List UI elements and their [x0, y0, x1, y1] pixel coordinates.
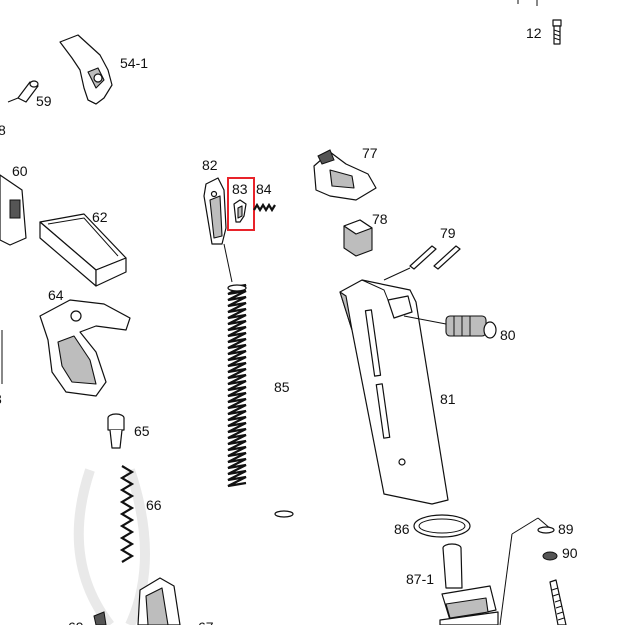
label-89: 89: [558, 521, 574, 537]
part-77-rear-sight: [313, 149, 377, 201]
part-62-tray: [39, 213, 127, 287]
part-89-ring: [537, 526, 555, 534]
label-90: 90: [562, 545, 578, 561]
label-60: 60: [12, 163, 28, 179]
label-80: 80: [500, 327, 516, 343]
label-83: 83: [232, 181, 248, 197]
label-87-1: 87-1: [406, 571, 434, 587]
label-59: 59: [36, 93, 52, 109]
part-87-1-valve-body: [439, 543, 499, 625]
label-77: 77: [362, 145, 378, 161]
part-threaded-rod: [549, 579, 567, 625]
label-65: 65: [134, 423, 150, 439]
background-shading: [73, 468, 150, 625]
label-12: 12: [526, 25, 542, 41]
part-79-pins: [383, 245, 461, 281]
part-59-pin: [7, 80, 39, 103]
part-83-lever: [233, 199, 247, 223]
label-85: 85: [274, 379, 290, 395]
part-84-spring: [253, 202, 276, 213]
label-81: 81: [440, 391, 456, 407]
part-67-housing: [93, 577, 181, 625]
part-54-1-hammer: [59, 34, 113, 105]
leader-82-85: [223, 243, 233, 283]
label-69: 69: [68, 619, 84, 625]
part-65-plunger: [107, 413, 125, 449]
part-12-screw: [517, 0, 562, 45]
label-54-1: 54-1: [120, 55, 148, 71]
label-84: 84: [256, 181, 272, 197]
label-66: 66: [146, 497, 162, 513]
part-82-plate: [203, 177, 227, 245]
label-3: 3: [0, 391, 2, 407]
part-66-spring: [119, 465, 135, 563]
part-90-ring: [542, 551, 558, 561]
label-79: 79: [440, 225, 456, 241]
label-62: 62: [92, 209, 108, 225]
label-86: 86: [394, 521, 410, 537]
part-78-block: [343, 219, 373, 257]
label-67: 67: [198, 619, 214, 625]
label-78: 78: [372, 211, 388, 227]
highlight-box-83: [227, 177, 255, 231]
part-60-block: [0, 174, 27, 246]
label-8: 8: [0, 122, 6, 138]
part-86-o-ring: [413, 514, 471, 538]
leader-lines-right: [499, 517, 553, 625]
label-82: 82: [202, 157, 218, 173]
part-80-valve: [403, 315, 497, 339]
part-64-grip-safety: [39, 299, 131, 397]
part-81-magazine: [339, 279, 449, 505]
part-85-main-spring: [227, 283, 294, 518]
label-64: 64: [48, 287, 64, 303]
